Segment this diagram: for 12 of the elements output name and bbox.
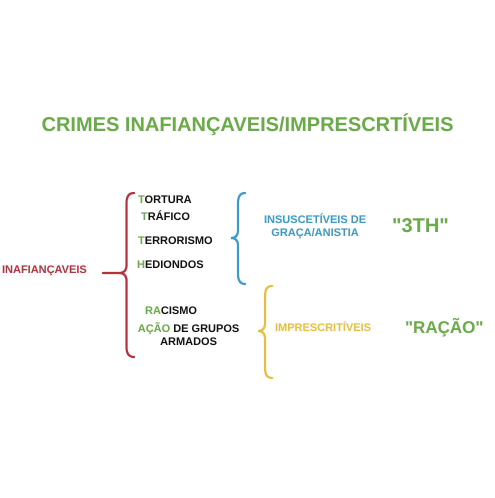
mnemonic: "RAÇÃO" — [405, 318, 484, 338]
list-item: HEDIONDOS — [137, 259, 205, 272]
title: CRIMES INAFIANÇAVEIS/IMPRESCRTÍVEIS — [40, 112, 454, 138]
group-label: INSUSCETÍVEIS DE GRAÇA/ANISTIA — [262, 214, 368, 240]
group-label: IMPRESCRITÍVEIS — [275, 322, 372, 336]
list-item: RACISMO — [145, 305, 198, 318]
list-item: TERRORISMO — [138, 235, 214, 248]
list-item: TORTURA — [138, 194, 193, 208]
mnemonic: "3TH" — [392, 214, 450, 238]
list-item: TRÁFICO — [141, 211, 191, 224]
category-label: INAFIANÇAVEIS — [2, 264, 88, 278]
list-item: AÇÃO DE GRUPOS ARMADOS — [136, 323, 240, 350]
